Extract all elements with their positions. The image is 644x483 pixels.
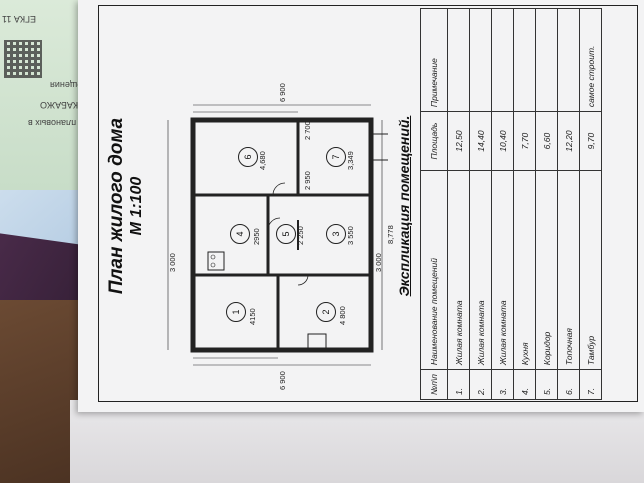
background-paper [70, 400, 644, 483]
room-number-2: 2 [316, 302, 336, 322]
plan-scale: М 1:100 [128, 176, 145, 236]
floor-plan-drawing [167, 104, 388, 366]
header-area: Площадь [420, 111, 448, 171]
room-number-4: 4 [230, 224, 250, 244]
header-name: Наименование помещений [420, 170, 448, 370]
cell-number: 2. [469, 369, 492, 400]
cell-number: 5. [535, 369, 558, 400]
door-arc [272, 182, 286, 196]
room-width-label: 3 550 [346, 226, 355, 245]
depth-label: 6 900 [278, 371, 287, 390]
cell-note [557, 8, 580, 112]
table-row: 3. Жилая комната 10,40 [491, 8, 514, 400]
cell-area: 9,70 [579, 111, 602, 171]
cell-area: 10,40 [491, 111, 514, 171]
cell-note: самое строит. [579, 8, 602, 112]
table-row: 7. Тамбур 9,70 самое строит. [579, 8, 602, 400]
room-number-3: 3 [326, 224, 346, 244]
room-width-label: 3,349 [346, 151, 355, 170]
table-row: 6. Топочная 12,20 [557, 8, 580, 400]
table-header-row: №п\п Наименование помещений Площадь Прим… [420, 8, 448, 400]
table-row: 5. Коридор 6,60 [535, 8, 558, 400]
cell-name: Жилая комната [491, 170, 514, 370]
room-number-6: 6 [238, 147, 258, 167]
explication-title: Экспликация помещений. [396, 115, 412, 297]
room-number-7: 7 [326, 147, 346, 167]
cell-area: 7,70 [513, 111, 536, 171]
cell-name: Жилая комната [447, 170, 470, 370]
qr-code-icon [4, 40, 42, 78]
room-width-label: 2 250 [296, 226, 305, 245]
room-width-label: 4150 [248, 308, 257, 325]
cell-name: Тамбур [579, 170, 602, 370]
cell-name: Жилая комната [469, 170, 492, 370]
plan-title: План жилого дома [106, 117, 127, 295]
cell-number: 3. [491, 369, 514, 400]
cell-number: 1. [447, 369, 470, 400]
explication-table: №п\п Наименование помещений Площадь Прим… [420, 8, 602, 400]
stove-icon [307, 333, 327, 353]
table-row: 1. Жилая комната 12,50 [447, 8, 470, 400]
cell-note [491, 8, 514, 112]
room-number-5: 5 [276, 224, 296, 244]
floor-plan-sheet: План жилого дома М 1:100 [78, 0, 644, 412]
room-width-label: 2950 [252, 228, 261, 245]
cell-number: 7. [579, 369, 602, 400]
background-floor [0, 300, 80, 483]
table-row: 4. Кухня 7,70 [513, 8, 536, 400]
row-depth-label: 3 000 [374, 253, 383, 272]
overall-width-label: 8,778 [386, 225, 395, 244]
door-arc [267, 217, 281, 231]
room-number-1: 1 [226, 302, 246, 322]
doc-text-line: ЕГКА 11 [2, 14, 36, 24]
header-note: Примечание [420, 8, 448, 112]
cell-area: 12,50 [447, 111, 470, 171]
cell-area: 14,40 [469, 111, 492, 171]
cell-area: 6,60 [535, 111, 558, 171]
room-depth-label: 2 700 [303, 121, 312, 140]
cell-name: Кухня [513, 170, 536, 370]
table-row: 2. Жилая комната 14,40 [469, 8, 492, 400]
cell-note [513, 8, 536, 112]
cell-number: 4. [513, 369, 536, 400]
door-arc [297, 274, 309, 286]
cell-area: 12,20 [557, 111, 580, 171]
cell-number: 6. [557, 369, 580, 400]
header-number: №п\п [420, 369, 448, 400]
floor-plan: 1 2 4 5 3 6 7 4150 4 800 2950 2 250 3 55… [148, 30, 395, 390]
kitchen-stove-icon [207, 251, 225, 271]
row-depth-label: 3 000 [168, 253, 177, 272]
cell-name: Коридор [535, 170, 558, 370]
cell-note [469, 8, 492, 112]
depth-label: 6 900 [278, 83, 287, 102]
cell-note [447, 8, 470, 112]
room-width-label: 4,680 [258, 151, 267, 170]
outer-walls [190, 117, 374, 353]
cell-note [535, 8, 558, 112]
room-width-label: 4 800 [338, 306, 347, 325]
doc-text-line: плановых в [28, 118, 77, 128]
cell-name: Топочная [557, 170, 580, 370]
room-depth-label: 2 950 [303, 171, 312, 190]
